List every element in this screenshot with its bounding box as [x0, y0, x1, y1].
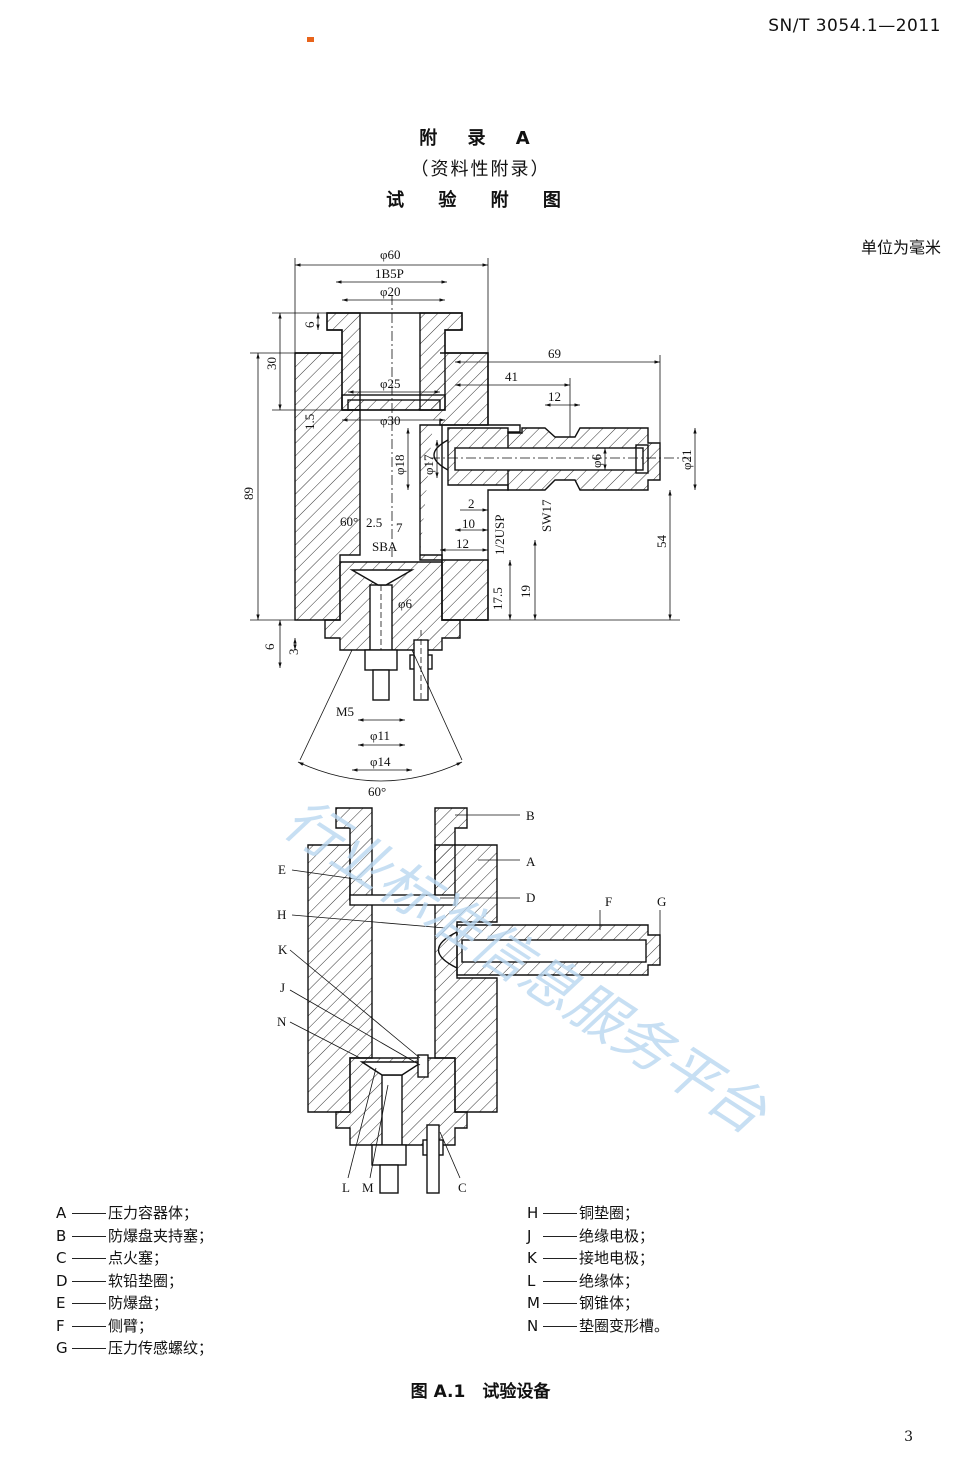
label-b: B: [526, 808, 535, 823]
dim-sba: SBA: [372, 539, 398, 554]
dim-d18: φ18: [392, 454, 407, 475]
label-n: N: [277, 1014, 287, 1029]
dim-d21: φ21: [679, 449, 694, 470]
dim-d14: φ14: [370, 754, 391, 769]
orange-mark: [307, 37, 314, 42]
dim-17-5: 17.5: [490, 587, 505, 610]
dim-6b: 6: [262, 643, 277, 650]
dim-89: 89: [241, 487, 256, 500]
dim-d60: φ60: [380, 247, 401, 262]
dim-10: 10: [462, 516, 475, 531]
technical-drawing: φ60 1B5P φ20 φ25 φ30 6 30 1.5 89 69 41 1…: [241, 247, 697, 1195]
dim-d25: φ25: [380, 376, 401, 391]
dim-d17: φ17: [421, 454, 436, 475]
label-g: G: [657, 894, 666, 909]
label-h: H: [277, 907, 286, 922]
dim-7: 7: [396, 520, 403, 535]
dim-2-5: 2.5: [366, 515, 382, 530]
dim-6: 6: [302, 321, 317, 328]
dim-d6b: φ6: [398, 596, 413, 611]
appendix-title: 附 录 A: [419, 128, 542, 149]
leader-lines: [289, 814, 661, 1179]
dim-69: 69: [548, 346, 561, 361]
label-m: M: [362, 1180, 374, 1195]
label-a: A: [526, 854, 536, 869]
dim-30: 30: [264, 357, 279, 370]
dimension-text: φ60 1B5P φ20 φ25 φ30 6 30 1.5 89 69 41 1…: [241, 247, 694, 799]
page-number: 3: [904, 1429, 913, 1445]
appendix-name: 试 验 附 图: [386, 190, 575, 211]
dim-d30: φ30: [380, 413, 401, 428]
label-k: K: [278, 942, 288, 957]
dim-54: 54: [654, 535, 669, 549]
label-c: C: [458, 1180, 467, 1195]
dim-d11: φ11: [370, 728, 390, 743]
dim-1b5p: 1B5P: [375, 266, 404, 281]
dim-12a: 12: [548, 389, 561, 404]
dim-12b: 12: [456, 536, 469, 551]
figure-caption: 图 A.1 试验设备: [410, 1382, 551, 1402]
part-labels: B A E D H F G K J N L M C: [277, 808, 666, 1195]
dim-d20: φ20: [380, 284, 401, 299]
top-drawing: [294, 295, 690, 701]
dim-sw17: SW17: [539, 499, 554, 532]
dim-41: 41: [505, 369, 518, 384]
dim-3: 3: [286, 649, 301, 656]
label-l: L: [342, 1180, 350, 1195]
dim-19: 19: [518, 585, 533, 598]
dim-usp: 1/2USP: [492, 515, 507, 555]
label-e: E: [278, 862, 286, 877]
dimension-lines: [250, 258, 697, 782]
dim-2: 2: [468, 496, 475, 511]
dim-angle-60a: 60°: [340, 514, 358, 529]
standard-number: SN/T 3054.1—2011: [768, 16, 941, 36]
bottom-drawing: [307, 807, 661, 1194]
label-j: J: [280, 980, 285, 995]
dim-d6a: φ6: [589, 453, 604, 468]
unit-note: 单位为毫米: [860, 238, 941, 257]
dim-angle-60b: 60°: [368, 784, 386, 799]
label-f: F: [605, 894, 612, 909]
label-d: D: [526, 890, 535, 905]
appendix-type: （资料性附录）: [410, 159, 551, 180]
dim-1-5: 1.5: [302, 414, 317, 430]
dim-m5: M5: [336, 704, 354, 719]
